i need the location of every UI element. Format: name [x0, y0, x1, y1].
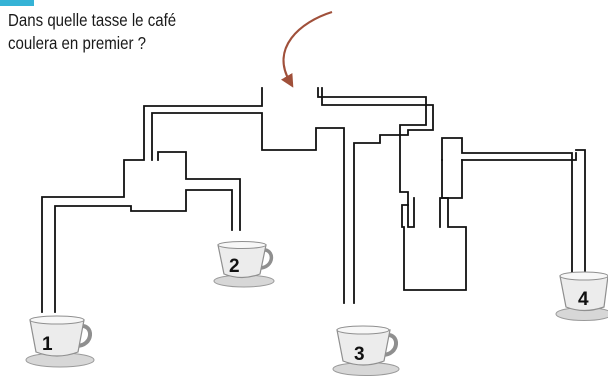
curved-arrow-icon: [280, 10, 333, 88]
cup-number-1: 1: [42, 334, 53, 355]
corner-accent-bar: [0, 0, 34, 6]
puzzle-question: Dans quelle tasse le café coulera en pre…: [8, 9, 223, 55]
cup-rim: [217, 241, 267, 249]
cup-number-4: 4: [578, 289, 589, 310]
cup-2[interactable]: 2: [212, 238, 278, 290]
cup-rim: [336, 325, 390, 335]
cup-body: [217, 244, 267, 279]
cup-body: [29, 319, 85, 357]
cup-4[interactable]: 4: [554, 268, 608, 324]
cup-body: [336, 329, 391, 366]
cup-rim: [29, 315, 85, 325]
cup-number-2: 2: [229, 256, 240, 277]
cup-body: [559, 275, 608, 312]
cup-number-3: 3: [354, 344, 365, 365]
cup-1[interactable]: 1: [22, 312, 96, 370]
pipe-walls: [41, 87, 586, 313]
question-line-2: coulera en premier ?: [8, 33, 147, 53]
question-line-1: Dans quelle tasse le café: [8, 10, 177, 30]
cup-3[interactable]: 3: [330, 322, 402, 378]
cup-rim: [559, 271, 608, 281]
